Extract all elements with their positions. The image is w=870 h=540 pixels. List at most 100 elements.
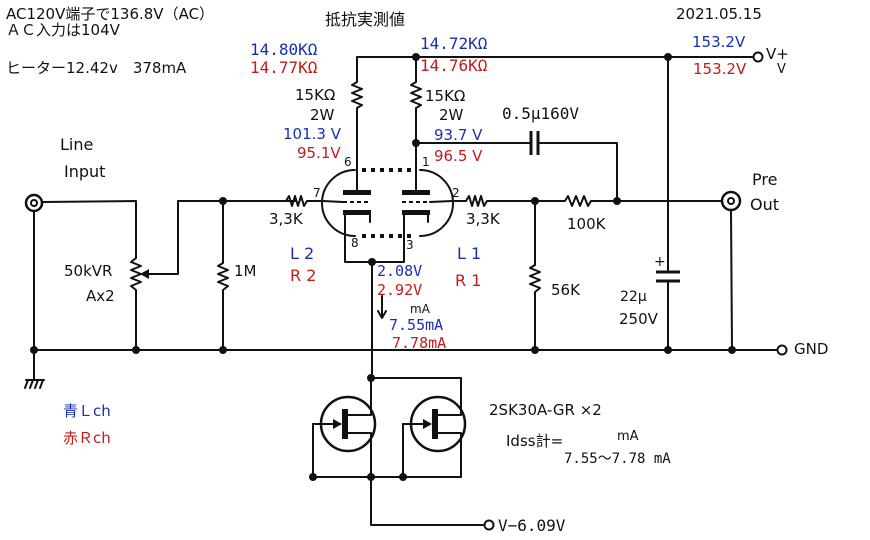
- vplus-terminal[interactable]: [752, 51, 764, 63]
- chassis-ground-icon: [24, 379, 45, 389]
- pot-wiper-arrow: [140, 269, 149, 279]
- resistor-100k: [534, 195, 618, 207]
- jfet-1-gate-arrow: [333, 419, 342, 429]
- jfet-2-leads: [437, 409, 462, 478]
- pin-7: 7: [313, 186, 321, 200]
- plate-resistor-left: [351, 56, 363, 181]
- grid-lead-right: [429, 200, 453, 203]
- idss-label: Idss計=: [506, 432, 564, 450]
- left-unit-blue: L 2: [290, 244, 315, 263]
- plate-res-left-watt: 2W: [310, 106, 335, 124]
- r-left-blue: 14.80KΩ: [250, 40, 318, 59]
- junction-dot: [728, 346, 736, 354]
- plate1-voltage-red: 96.5 V: [434, 147, 483, 165]
- heater-note: ヒーター12.42v 378mA: [6, 59, 187, 77]
- r-right-red: 14.76KΩ: [420, 56, 488, 75]
- fet-part-label: 2SK30A-GR ×2: [489, 401, 602, 419]
- gnd-terminal[interactable]: [776, 344, 788, 356]
- tube-envelope-right: [419, 169, 454, 237]
- grid-stopper-right: [451, 195, 536, 207]
- cathode-voltage-blue: 2.08V: [377, 262, 423, 280]
- date-label: 2021.05.15: [676, 5, 762, 23]
- pin-8: 8: [351, 236, 359, 250]
- vr-type-label: Ax2: [86, 287, 115, 305]
- legend-blue-lch: 青Ｌch: [63, 402, 111, 420]
- line-input-label-1: Line: [60, 135, 94, 154]
- v-minus-wire: [370, 476, 484, 526]
- junction-dot: [132, 346, 140, 354]
- cathode-right: [402, 210, 430, 215]
- plate1-voltage-blue: 93.7 V: [434, 126, 483, 144]
- pre-out-label-2: Out: [750, 195, 780, 214]
- cathode-lead-right: [371, 214, 405, 263]
- ac-input-note: ＡＣ入力は104V: [6, 21, 120, 39]
- grid-stopper-right-label: 3,3K: [466, 210, 500, 228]
- plate6-voltage-red: 95.1V: [297, 144, 341, 162]
- cathode-current-blue: 7.55mA: [389, 316, 444, 334]
- elec-cap-plus: +: [654, 254, 666, 270]
- resistor-100k-label: 100K: [567, 215, 606, 233]
- idss-range: 7.55～7.78 mA: [564, 451, 671, 467]
- vr-label: 50kVR: [64, 262, 113, 280]
- grid-leak-resistor-1m: [217, 200, 229, 351]
- r-right-blue: 14.72KΩ: [420, 34, 488, 53]
- r-left-red: 14.77KΩ: [250, 58, 318, 77]
- v-minus-label: V−6.09V: [498, 516, 566, 535]
- legend-red-rch: 赤Ｒch: [63, 429, 111, 447]
- elec-cap-voltage: 250V: [619, 310, 658, 328]
- pre-out-label-1: Pre: [752, 170, 778, 189]
- input-wire: [41, 200, 137, 259]
- electrolytic-capacitor: [656, 270, 680, 283]
- line-input-label-2: Input: [64, 162, 106, 181]
- left-unit-red: R 2: [290, 266, 317, 285]
- cathode-lead-left: [344, 214, 373, 263]
- junction-dot: [664, 346, 672, 354]
- ac-voltage-note: AC120V端子で136.8V（AC）: [6, 5, 215, 23]
- pin-2: 2: [452, 186, 460, 200]
- idss-unit: mA: [617, 429, 639, 444]
- cathode-current-red: 7.78mA: [392, 334, 447, 352]
- vplus-red: 153.2V: [693, 60, 747, 78]
- coupling-wire-out: [537, 142, 618, 202]
- v-minus-terminal[interactable]: [483, 519, 495, 531]
- current-arrow-icon: [377, 310, 387, 319]
- right-unit-red: R 1: [455, 271, 482, 290]
- resistor-56k-label: 56K: [551, 281, 580, 299]
- diagram-title: 抵抗実測値: [325, 10, 406, 29]
- tube-envelope-left: [321, 169, 356, 237]
- junction-dot: [399, 473, 407, 481]
- pre-out-jack-center: [727, 197, 735, 205]
- ccs-drain-wire: [370, 377, 462, 411]
- pin-6: 6: [344, 155, 352, 169]
- vplus-sub-label: V: [777, 62, 786, 77]
- grid-lead-left: [322, 200, 344, 203]
- junction-dot: [309, 473, 317, 481]
- cathode-voltage-red: 2.92V: [377, 281, 423, 299]
- resistor-1m-label: 1M: [234, 262, 257, 280]
- current-unit: mA: [410, 302, 430, 316]
- plate6-voltage-blue: 101.3 V: [283, 125, 341, 143]
- pot-wiper-wire: [145, 200, 297, 275]
- volume-pot: [130, 257, 142, 351]
- elec-cap-value: 22μ: [620, 289, 647, 305]
- resistor-56k: [529, 200, 541, 351]
- grid-stopper-left: [285, 195, 324, 207]
- jfet-1-leads: [347, 414, 372, 478]
- output-ground-wire: [730, 209, 733, 351]
- gnd-label: GND: [794, 340, 829, 358]
- plate-left: [343, 190, 371, 195]
- vplus-label: V+: [766, 45, 789, 63]
- junction-dot: [219, 346, 227, 354]
- coupling-cap-label: 0.5μ160V: [502, 104, 580, 123]
- plate-resistor-right: [410, 56, 422, 181]
- cathode-left: [343, 210, 371, 215]
- right-unit-blue: L 1: [457, 244, 482, 263]
- line-input-jack-center: [30, 199, 38, 207]
- pin-3: 3: [406, 238, 414, 252]
- grid-stopper-left-label: 3,3K: [269, 210, 303, 228]
- plate-res-right-watt: 2W: [439, 106, 464, 124]
- jfet-2-gate-arrow: [423, 419, 432, 429]
- plate-res-right-value: 15KΩ: [425, 87, 466, 105]
- jfet-1-channel: [342, 409, 348, 439]
